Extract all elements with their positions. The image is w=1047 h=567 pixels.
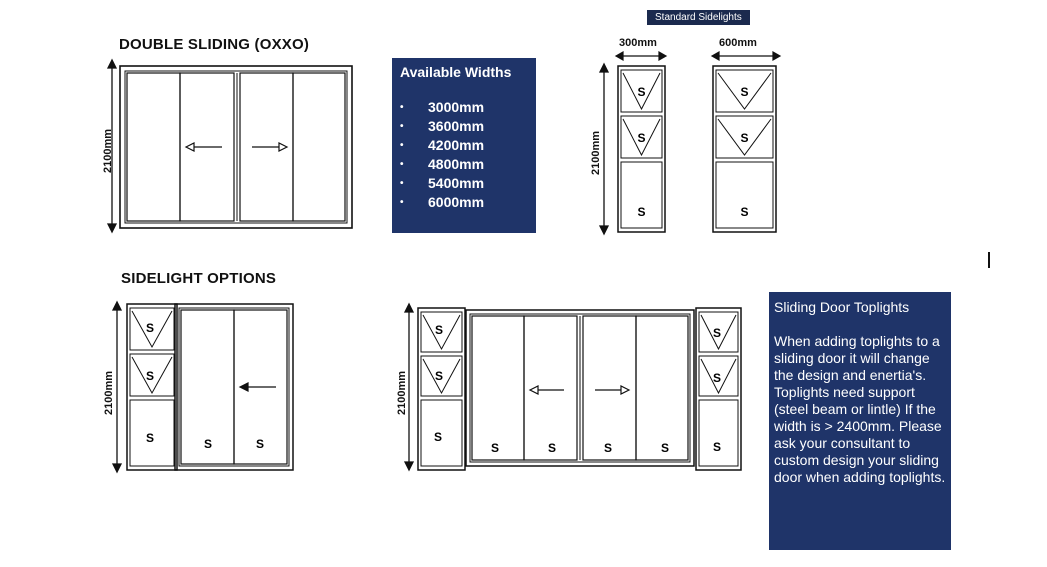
toplights-title: Sliding Door Toplights [774, 299, 910, 315]
standard-sidelights-diagram: S S S S S S [598, 50, 782, 236]
pane-s-label: S [548, 441, 556, 455]
pane-s-label: S [146, 431, 154, 445]
pane-s-label: S [713, 326, 721, 340]
pane-s-label: S [146, 321, 154, 335]
width-item: 5400mm [400, 174, 530, 193]
sliding-door-toplights-panel: Sliding Door Toplights When adding topli… [769, 292, 951, 550]
pane-s-label: S [713, 371, 721, 385]
pane-s-label: S [740, 205, 748, 219]
pane-s-label: S [434, 430, 442, 444]
pane-s-label: S [637, 205, 645, 219]
width-item: 3000mm [400, 98, 530, 117]
pane-s-label: S [740, 131, 748, 145]
toplights-body: When adding toplights to a sliding door … [774, 333, 946, 485]
double-sliding-title: DOUBLE SLIDING (OXXO) [119, 36, 310, 53]
standard-sidelights-tag: Standard Sidelights [647, 10, 750, 25]
width-item: 4200mm [400, 136, 530, 155]
pane-s-label: S [713, 440, 721, 454]
right-slide-arrow [252, 142, 289, 152]
right-slide-arrow [595, 385, 631, 395]
width-item: 6000mm [400, 193, 530, 212]
pane-s-label: S [637, 85, 645, 99]
pane-s-label: S [435, 369, 443, 383]
width-item: 4800mm [400, 155, 530, 174]
pane-s-label: S [435, 323, 443, 337]
pane-s-label: S [661, 441, 669, 455]
height-arrow [106, 58, 118, 234]
left-slide-arrow [184, 142, 222, 152]
sidelight-options-title: SIDELIGHT OPTIONS [121, 270, 277, 287]
width-item: 3600mm [400, 117, 530, 136]
left-slide-arrow [238, 382, 276, 392]
pane-s-label: S [146, 369, 154, 383]
pane-s-label: S [204, 437, 212, 451]
sidelight-option-double-diagram: S S S S S S S S S S [403, 302, 742, 472]
text-cursor [988, 252, 990, 268]
pane-s-label: S [637, 131, 645, 145]
pane-s-label: S [256, 437, 264, 451]
left-slide-arrow [528, 385, 564, 395]
pane-s-label: S [740, 85, 748, 99]
pane-s-label: S [491, 441, 499, 455]
sidelight-option-single-diagram: S S S S S [111, 300, 294, 474]
available-widths-title: Available Widths [400, 64, 512, 80]
available-widths-panel: Available Widths 3000mm 3600mm 4200mm 48… [392, 58, 536, 233]
sidelight-300-width-label: 300mm [619, 37, 657, 49]
widths-list: 3000mm 3600mm 4200mm 4800mm 5400mm 6000m… [400, 98, 530, 212]
double-sliding-diagram [106, 58, 353, 234]
pane-s-label: S [604, 441, 612, 455]
sidelight-600-width-label: 600mm [719, 37, 757, 49]
